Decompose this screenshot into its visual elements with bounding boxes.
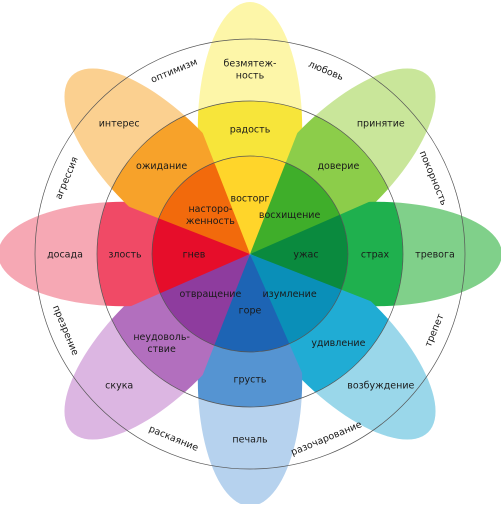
petal-joy-middle-band — [197, 101, 303, 165]
label-disgust-outer: скука — [105, 380, 133, 391]
dyad-disapproval: разочарование — [289, 419, 363, 458]
petal-surprise-middle-band — [285, 289, 393, 397]
label-anger-inner: гнев — [183, 250, 206, 261]
label-trust-middle: доверие — [317, 161, 359, 172]
rings-layer — [34, 38, 466, 470]
label-surprise-middle: удивление — [311, 338, 365, 349]
petal-disgust-outer-band — [64, 309, 195, 440]
label-anger-outer: досада — [47, 250, 83, 261]
label-sadness-inner: горе — [239, 306, 262, 317]
petal-sadness-middle-band — [197, 343, 303, 407]
labels-layer: безмятеж-ность радость восторг принятие дове… — [47, 59, 455, 446]
petal-sadness-outer-band — [197, 394, 303, 506]
middle-ring — [96, 100, 404, 408]
dyad-aggressiveness: агрессия — [53, 155, 80, 201]
label-disgust-middle: неудоволь-ствие — [133, 332, 190, 355]
petal-joy-outer-band — [197, 2, 303, 114]
label-sadness-outer: печаль — [232, 435, 268, 446]
petal-surprise-inner-band — [250, 254, 342, 346]
petal-trust — [250, 68, 436, 254]
petal-trust-inner-band — [250, 162, 342, 254]
label-joy-middle: радость — [230, 125, 271, 136]
label-trust-inner: восхищение — [259, 210, 321, 221]
label-joy-inner: восторг — [230, 194, 269, 205]
label-disgust-inner: отвращение — [179, 289, 241, 300]
petal-surprise-outer-band — [305, 309, 436, 440]
dyad-awe: трепет — [423, 312, 447, 349]
label-anger-middle: злость — [108, 250, 142, 261]
label-surprise-inner: изумление — [263, 289, 317, 300]
petal-fear-middle-band — [339, 201, 403, 307]
petal-sadness-inner-band — [210, 254, 290, 352]
label-trust-outer: принятие — [357, 119, 405, 130]
petal-disgust-inner-band — [158, 254, 250, 346]
dyad-optimism: оптимизм — [149, 57, 199, 86]
petal-anticipation-inner-band — [158, 162, 250, 254]
dyad-love: любовь — [307, 59, 346, 83]
label-fear-outer: тревога — [415, 250, 455, 261]
dyad-submission: покорность — [417, 149, 450, 207]
label-sadness-middle: грусть — [234, 375, 267, 386]
petal-anger-middle-band — [97, 201, 161, 307]
label-fear-middle: страх — [361, 250, 390, 261]
dyad-contempt: презрение — [50, 304, 81, 358]
petal-anticipation-middle-band — [107, 111, 215, 219]
petal-trust-middle-band — [285, 111, 393, 219]
petal-disgust — [64, 254, 250, 440]
petal-anger-inner-band — [152, 214, 250, 294]
petal-trust-outer-band — [305, 68, 436, 199]
label-joy-outer: безмятеж-ность — [223, 59, 276, 82]
dyad-remorse: раскаяние — [147, 424, 200, 454]
outer-ring — [34, 38, 466, 470]
petal-surprise — [250, 254, 436, 440]
label-anticipation-middle: ожидание — [136, 161, 187, 172]
petal-fear-inner-band — [250, 214, 348, 294]
label-anticipation-outer: интерес — [99, 119, 140, 130]
petal-anticipation-outer-band — [64, 68, 195, 199]
petal-anticipation — [64, 68, 250, 254]
petal-joy-inner-band — [210, 156, 290, 254]
label-surprise-outer: возбуждение — [347, 380, 414, 391]
petal-disgust-middle-band — [107, 289, 215, 397]
label-anticipation-inner: насторо-женность — [186, 204, 235, 227]
label-fear-inner: ужас — [293, 250, 318, 261]
inner-ring — [151, 155, 349, 353]
